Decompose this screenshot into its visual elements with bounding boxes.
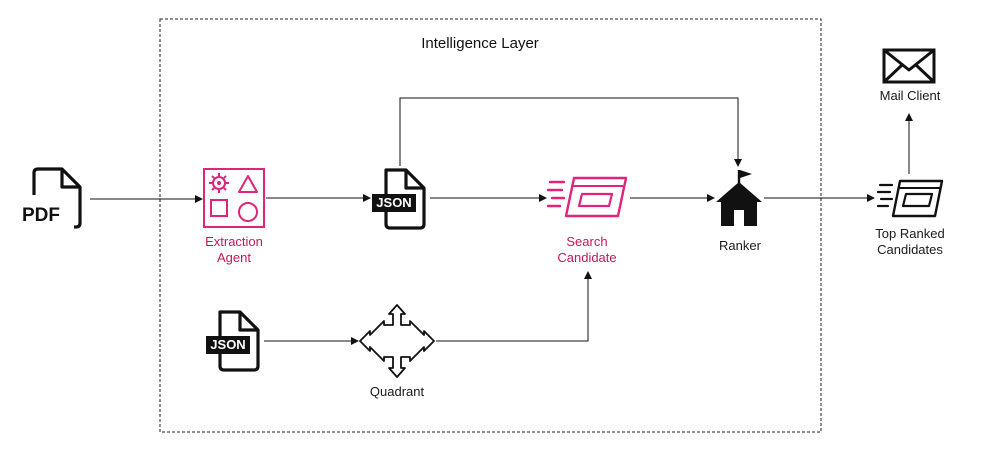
edge-json-to-ranker [399,97,742,167]
mail-client-label: Mail Client [879,88,941,103]
edge-quadrant-to-search [436,271,592,342]
json-top-label: JSON [376,195,412,210]
search-candidate-icon [546,172,630,222]
search-candidate-label-line2: Candidate [557,250,617,265]
mail-icon [882,48,936,84]
top-ranked-icon [876,176,944,220]
quadrant-label: Quadrant [369,384,425,399]
extraction-agent-label: Extraction Agent [190,234,278,266]
top-ranked-label: Top Ranked Candidates [860,226,960,258]
json-file-icon: JSON [370,166,430,232]
ranker-label: Ranker [719,238,761,253]
search-candidate-label-line1: Search [566,234,608,249]
top-ranked-label-line2: Candidates [877,242,943,257]
intelligence-layer-boundary [159,18,822,433]
extraction-agent-icon [203,168,265,228]
quadrant-icon [358,303,436,379]
json-file-icon: JSON [204,308,264,374]
top-ranked-label-line1: Top Ranked [875,226,945,241]
search-candidate-label: Search Candidate [540,234,634,266]
pdf-file-icon: PDF [22,165,86,231]
layer-title: Intelligence Layer [421,35,539,52]
json-bottom-label: JSON [210,337,246,352]
extraction-agent-label-line1: Extraction [205,234,263,249]
ranker-house-icon [714,166,764,230]
extraction-agent-label-line2: Agent [217,250,251,265]
pdf-label: PDF [22,205,60,226]
